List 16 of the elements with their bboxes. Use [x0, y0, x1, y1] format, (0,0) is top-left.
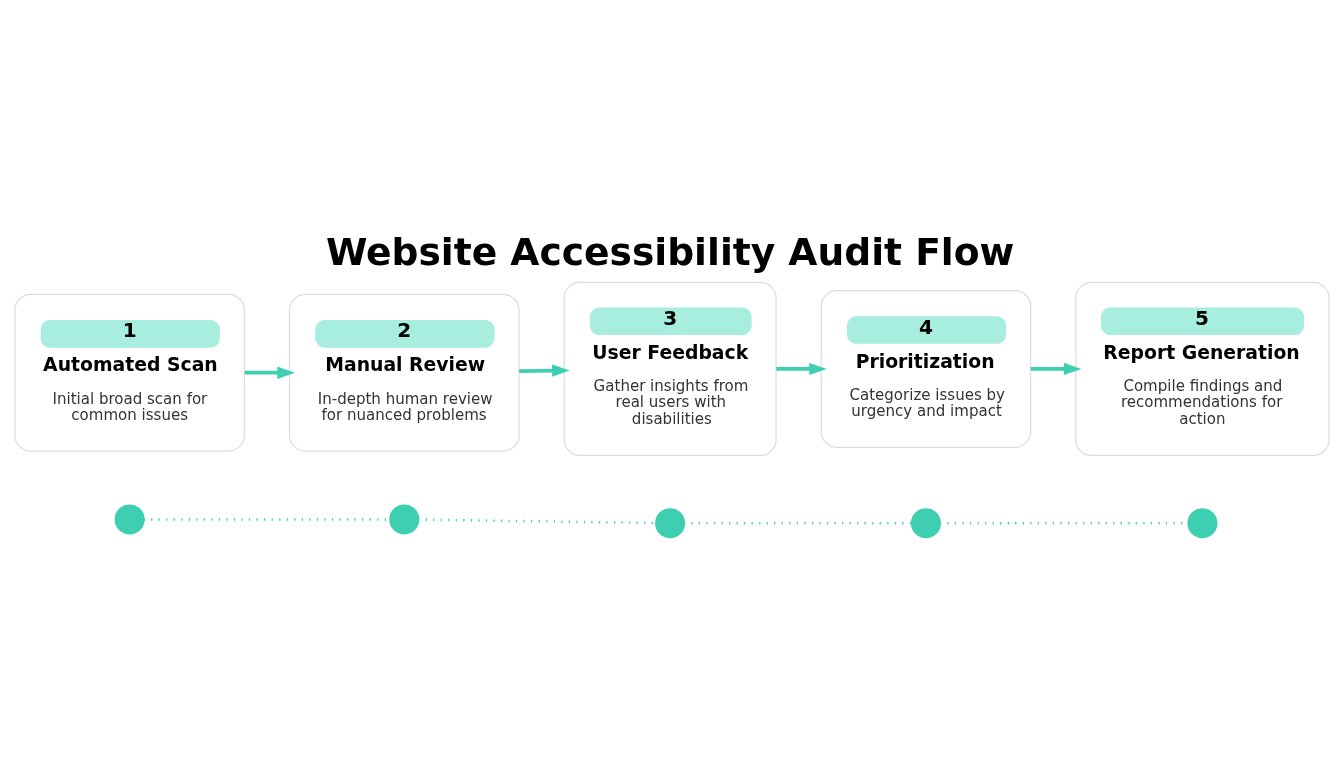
diagram-title: Website Accessibility Audit Flow [325, 229, 1015, 274]
node-circle [1187, 508, 1218, 539]
node-box: 5 Report Generation Compile findings and recommendations for action [1075, 281, 1330, 457]
node-box: 2 Manual Review In-depth human review for nuanced problems [288, 293, 520, 452]
node-box: 3 User Feedback Gather insights from real users with disabilities [563, 281, 777, 457]
arrow [244, 366, 295, 379]
arrow [519, 364, 570, 377]
arrow [776, 362, 827, 376]
arrow [1030, 362, 1082, 376]
connector [683, 521, 913, 525]
node-circle [910, 508, 941, 539]
node-box: 4 Prioritization Categorize issues by urgency and impact [820, 289, 1032, 448]
node-box: 1 Automated Scan Initial broad scan for common issues [14, 293, 246, 452]
node-circle [389, 504, 420, 535]
node-circle [114, 504, 145, 535]
node-circle [655, 508, 686, 539]
